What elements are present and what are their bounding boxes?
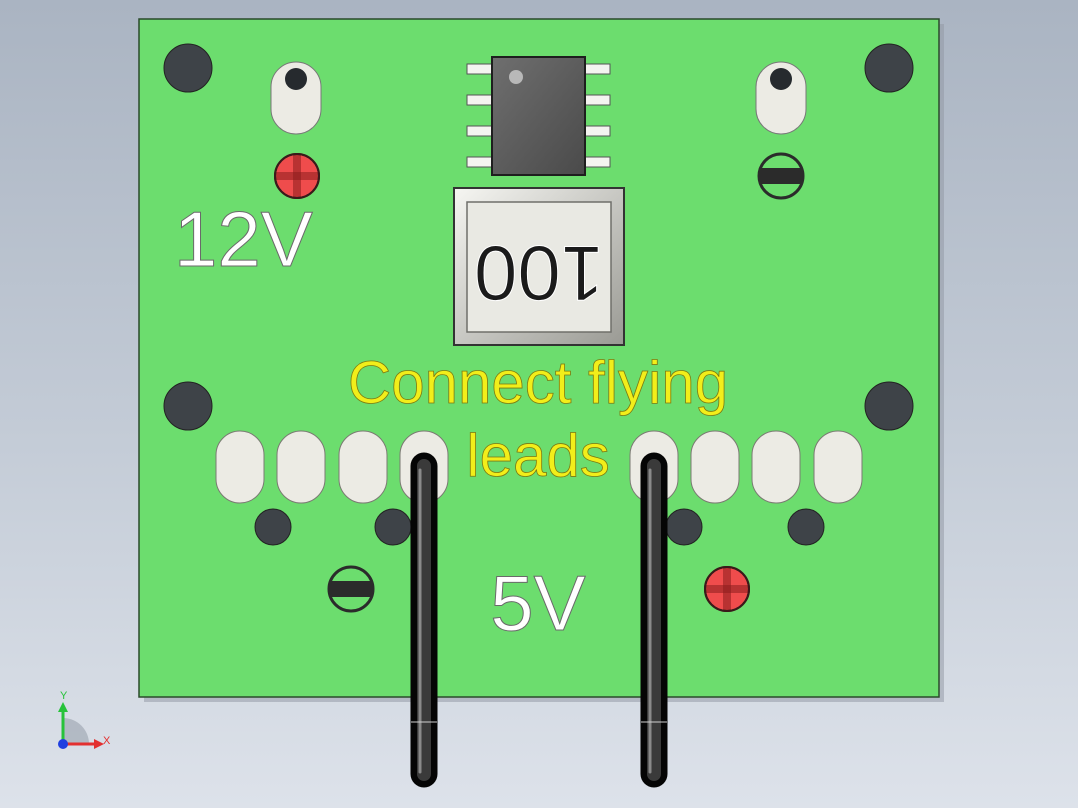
note-line-1: Connect flying xyxy=(348,349,728,416)
positive-marker-icon xyxy=(704,566,750,612)
voltage-label-12v: 12V xyxy=(174,195,313,283)
via-holes xyxy=(254,508,825,546)
resistor-code-label: 100 xyxy=(474,229,604,317)
smd-resistor[interactable]: 100 xyxy=(453,187,625,346)
input-pad-left xyxy=(270,61,322,135)
z-axis-icon xyxy=(58,739,68,749)
x-axis-label: X xyxy=(103,735,111,747)
mounting-holes xyxy=(163,43,914,431)
output-pad xyxy=(276,430,326,504)
note-line-2: leads xyxy=(466,422,609,489)
flying-lead-left[interactable] xyxy=(410,452,438,788)
output-pad xyxy=(751,430,801,504)
output-pad xyxy=(215,430,265,504)
coordinate-triad: Y X xyxy=(58,690,111,749)
negative-marker-icon xyxy=(757,152,805,200)
flying-lead-right[interactable] xyxy=(640,452,668,788)
output-pad xyxy=(690,430,740,504)
mounting-hole-mid-left xyxy=(163,381,213,431)
pin1-dot xyxy=(509,70,523,84)
output-pad xyxy=(338,430,388,504)
mounting-hole-top-right xyxy=(864,43,914,93)
positive-marker-icon xyxy=(274,153,320,199)
mounting-hole-top-left xyxy=(163,43,213,93)
negative-marker-icon xyxy=(327,565,375,613)
y-axis-label: Y xyxy=(60,690,68,702)
input-pad-right xyxy=(755,61,807,135)
mounting-hole-mid-right xyxy=(864,381,914,431)
voltage-label-5v: 5V xyxy=(490,559,585,647)
output-pad xyxy=(813,430,863,504)
ic-chip[interactable] xyxy=(466,56,611,176)
